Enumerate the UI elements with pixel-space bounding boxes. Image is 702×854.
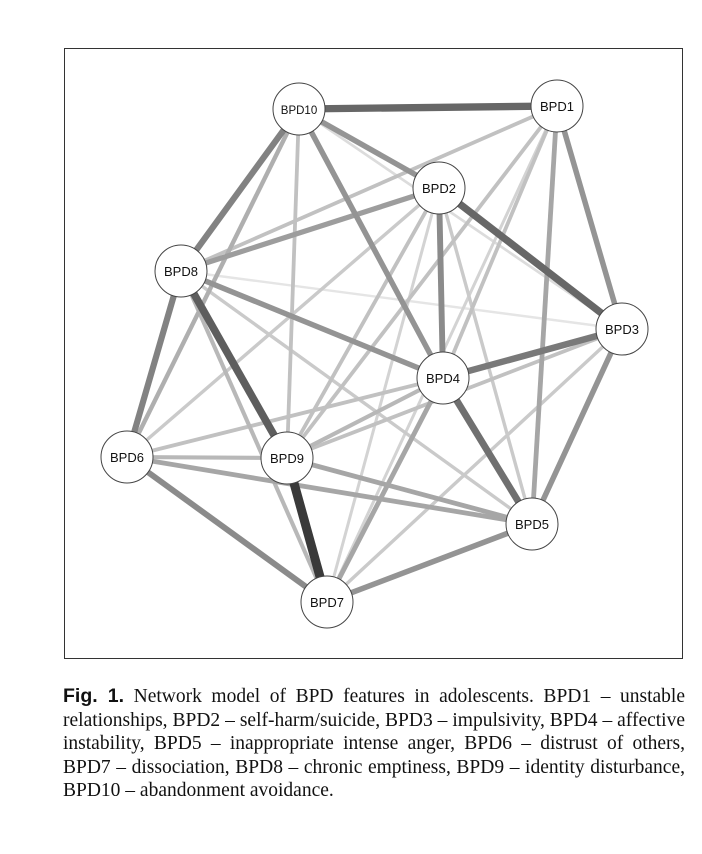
edge-bpd6-bpd7 (125, 454, 329, 605)
node-bpd1: BPD1 (530, 79, 584, 133)
node-circle (260, 431, 314, 485)
edge-bpd4-bpd6 (126, 376, 444, 459)
edge-bpd9-bpd5 (286, 455, 533, 527)
edge-bpd6-bpd5 (126, 454, 533, 527)
node-label: BPD9 (270, 451, 304, 466)
node-circle (412, 161, 466, 215)
edge-bpd1-bpd5 (529, 105, 560, 525)
edge-bpd3-bpd4 (442, 325, 623, 382)
edge-bpd1-bpd3 (554, 105, 625, 330)
edge-bpd3-bpd7 (325, 327, 624, 604)
edge-bpd10-bpd2 (297, 106, 441, 191)
node-bpd7: BPD7 (300, 575, 354, 629)
edge-bpd2-bpd9 (285, 187, 441, 459)
node-circle (505, 497, 559, 551)
caption-text: Network model of BPD features in adolesc… (63, 686, 686, 801)
edge-bpd4-bpd7 (324, 376, 446, 604)
edge-bpd1-bpd9 (285, 104, 559, 460)
node-label: BPD2 (422, 181, 456, 196)
edge-bpd1-bpd8 (180, 104, 558, 273)
node-circle (100, 430, 154, 484)
edge-bpd8-bpd6 (124, 270, 184, 458)
node-bpd2: BPD2 (412, 161, 466, 215)
edge-bpd8-bpd5 (180, 269, 533, 526)
node-label: BPD8 (164, 264, 198, 279)
edge-bpd10-bpd4 (296, 107, 446, 380)
figure-caption: Fig. 1. Network model of BPD features in… (63, 685, 685, 803)
edge-bpd4-bpd5 (440, 376, 535, 526)
node-bpd3: BPD3 (595, 302, 649, 356)
edge-bpd10-bpd1 (298, 102, 558, 113)
caption-label: Fig. 1. (63, 685, 125, 707)
edge-bpd8-bpd9 (177, 269, 291, 460)
node-label: BPD1 (540, 99, 574, 114)
node-label: BPD4 (426, 371, 460, 386)
edge-bpd5-bpd7 (326, 521, 533, 605)
node-bpd9: BPD9 (260, 431, 314, 485)
edge-bpd6-bpd9 (126, 454, 288, 461)
node-label: BPD10 (281, 105, 317, 117)
edge-bpd2-bpd6 (125, 186, 441, 459)
edge-bpd4-bpd9 (286, 376, 444, 460)
edge-bpd10-bpd8 (178, 107, 302, 273)
node-bpd5: BPD5 (505, 497, 559, 551)
node-label: BPD3 (605, 322, 639, 337)
node-label: BPD7 (310, 595, 344, 610)
edge-bpd2-bpd7 (325, 187, 441, 603)
edge-bpd2-bpd3 (436, 185, 625, 332)
node-circle (154, 244, 208, 298)
node-circle (272, 82, 326, 136)
node-circle (300, 575, 354, 629)
node-bpd4: BPD4 (416, 351, 470, 405)
edge-bpd3-bpd5 (529, 327, 625, 526)
node-circle (416, 351, 470, 405)
node-bpd10: BPD10 (272, 82, 326, 136)
node-circle (530, 79, 584, 133)
node-circle (595, 302, 649, 356)
node-label: BPD6 (110, 450, 144, 465)
edge-bpd2-bpd4 (436, 187, 446, 379)
edge-bpd2-bpd8 (180, 185, 440, 274)
edge-bpd8-bpd4 (179, 268, 445, 381)
node-label: BPD5 (515, 517, 549, 532)
edge-bpd1-bpd4 (441, 105, 559, 379)
edge-bpd2-bpd5 (437, 187, 534, 525)
node-bpd6: BPD6 (100, 430, 154, 484)
edge-bpd10-bpd3 (298, 107, 623, 331)
node-bpd8: BPD8 (154, 244, 208, 298)
edge-bpd8-bpd7 (179, 270, 329, 603)
edge-bpd10-bpd9 (285, 108, 301, 459)
